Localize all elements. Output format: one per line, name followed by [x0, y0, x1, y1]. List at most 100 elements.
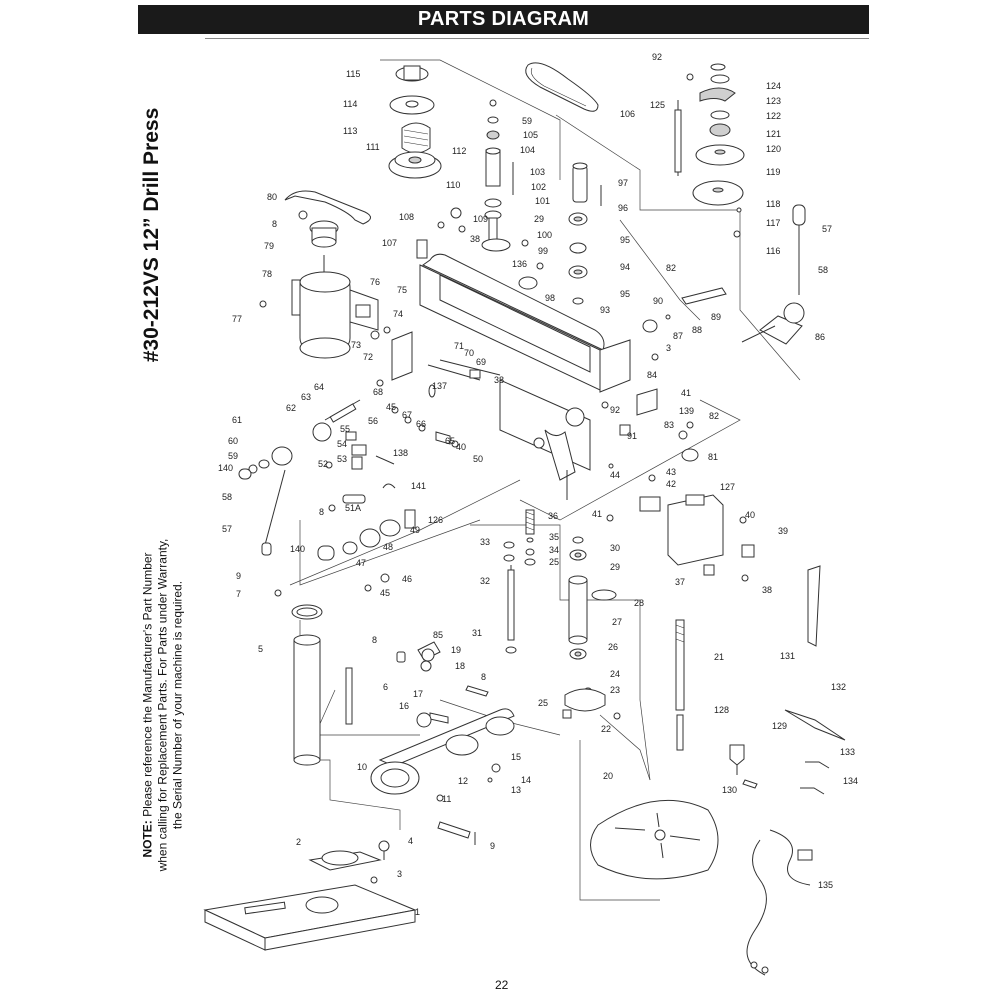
- table-arm-assembly: [370, 641, 515, 845]
- work-table: [590, 799, 719, 880]
- part-label-36: 36: [548, 511, 558, 521]
- part-label-64: 64: [314, 382, 324, 392]
- part-label-65: 65: [445, 436, 455, 446]
- part-label-127: 127: [720, 482, 735, 492]
- spindle-chuck-accessories: [675, 565, 846, 976]
- part-label-61: 61: [232, 415, 242, 425]
- part-label-22: 22: [601, 724, 611, 734]
- part-label-55: 55: [340, 424, 350, 434]
- part-label-80: 80: [267, 192, 277, 202]
- base-assembly: [203, 840, 417, 951]
- part-label-105: 105: [523, 130, 538, 140]
- part-label-17: 17: [413, 689, 423, 699]
- part-label-29: 29: [610, 562, 620, 572]
- part-label-1: 1: [415, 907, 420, 917]
- part-label-116: 116: [766, 246, 780, 256]
- part-label-53: 53: [337, 454, 347, 464]
- part-label-141: 141: [411, 481, 426, 491]
- part-label-95: 95: [620, 235, 630, 245]
- part-label-58: 58: [222, 492, 232, 502]
- part-label-58: 58: [818, 265, 828, 275]
- part-label-112: 112: [452, 146, 466, 156]
- part-label-49: 49: [410, 525, 420, 535]
- part-label-68: 68: [373, 387, 383, 397]
- part-label-46: 46: [402, 574, 412, 584]
- part-label-140: 140: [290, 544, 305, 554]
- part-label-11: 11: [442, 794, 451, 804]
- part-label-90: 90: [653, 296, 663, 306]
- part-label-89: 89: [711, 312, 721, 322]
- part-label-94: 94: [620, 262, 630, 272]
- part-label-95: 95: [620, 289, 630, 299]
- part-label-97: 97: [618, 178, 628, 188]
- part-label-40: 40: [456, 442, 466, 452]
- part-label-57: 57: [822, 224, 832, 234]
- part-label-124: 124: [766, 81, 781, 91]
- part-label-51A: 51A: [345, 503, 361, 513]
- part-label-59: 59: [522, 116, 532, 126]
- part-label-86: 86: [815, 332, 825, 342]
- part-label-16: 16: [399, 701, 409, 711]
- part-label-108: 108: [399, 212, 414, 222]
- part-label-133: 133: [840, 747, 855, 757]
- part-label-119: 119: [766, 167, 780, 177]
- part-label-27: 27: [612, 617, 622, 627]
- part-label-118: 118: [766, 199, 780, 209]
- part-label-6: 6: [383, 682, 388, 692]
- part-label-43: 43: [666, 467, 676, 477]
- part-label-85: 85: [433, 630, 443, 640]
- part-label-71: 71: [454, 341, 464, 351]
- part-label-25: 25: [549, 557, 559, 567]
- part-label-122: 122: [766, 111, 781, 121]
- part-label-48: 48: [383, 542, 393, 552]
- part-label-25: 25: [538, 698, 548, 708]
- part-label-8: 8: [319, 507, 324, 517]
- head-casting: [419, 253, 631, 500]
- part-label-8: 8: [481, 672, 486, 682]
- part-label-129: 129: [772, 721, 787, 731]
- part-label-24: 24: [610, 669, 620, 679]
- part-label-140: 140: [218, 463, 233, 473]
- switch-box: [606, 463, 755, 582]
- part-label-84: 84: [647, 370, 657, 380]
- part-label-15: 15: [511, 752, 521, 762]
- part-label-45: 45: [380, 588, 390, 598]
- part-label-69: 69: [476, 357, 486, 367]
- part-label-113: 113: [343, 126, 357, 136]
- part-label-7: 7: [236, 589, 241, 599]
- part-label-134: 134: [843, 776, 858, 786]
- part-label-8: 8: [372, 635, 377, 645]
- part-label-10: 10: [357, 762, 367, 772]
- part-label-125: 125: [650, 100, 665, 110]
- part-label-29: 29: [534, 214, 544, 224]
- part-label-44: 44: [610, 470, 620, 480]
- part-label-130: 130: [722, 785, 737, 795]
- part-label-34: 34: [549, 545, 559, 555]
- part-label-19: 19: [451, 645, 461, 655]
- part-label-52: 52: [318, 459, 328, 469]
- part-label-98: 98: [545, 293, 555, 303]
- part-label-82: 82: [709, 411, 719, 421]
- drive-belt: [525, 62, 599, 112]
- part-label-104: 104: [520, 145, 535, 155]
- part-label-40: 40: [745, 510, 755, 520]
- part-label-121: 121: [766, 129, 781, 139]
- part-label-101: 101: [535, 196, 550, 206]
- part-label-12: 12: [458, 776, 468, 786]
- part-label-3: 3: [666, 343, 671, 353]
- part-label-28: 28: [634, 598, 644, 608]
- part-label-31: 31: [472, 628, 482, 638]
- part-label-88: 88: [692, 325, 702, 335]
- header-rule: [205, 38, 869, 39]
- variable-speed-pulley: [674, 63, 745, 238]
- part-label-5: 5: [258, 644, 263, 654]
- depth-lock-parts: [317, 483, 416, 592]
- part-label-35: 35: [549, 532, 559, 542]
- part-label-20: 20: [603, 771, 613, 781]
- part-label-87: 87: [673, 331, 683, 341]
- part-label-131: 131: [780, 651, 795, 661]
- motor-assembly: [259, 190, 379, 359]
- part-label-3: 3: [397, 869, 402, 879]
- part-label-38: 38: [762, 585, 772, 595]
- header-title: PARTS DIAGRAM: [417, 8, 590, 30]
